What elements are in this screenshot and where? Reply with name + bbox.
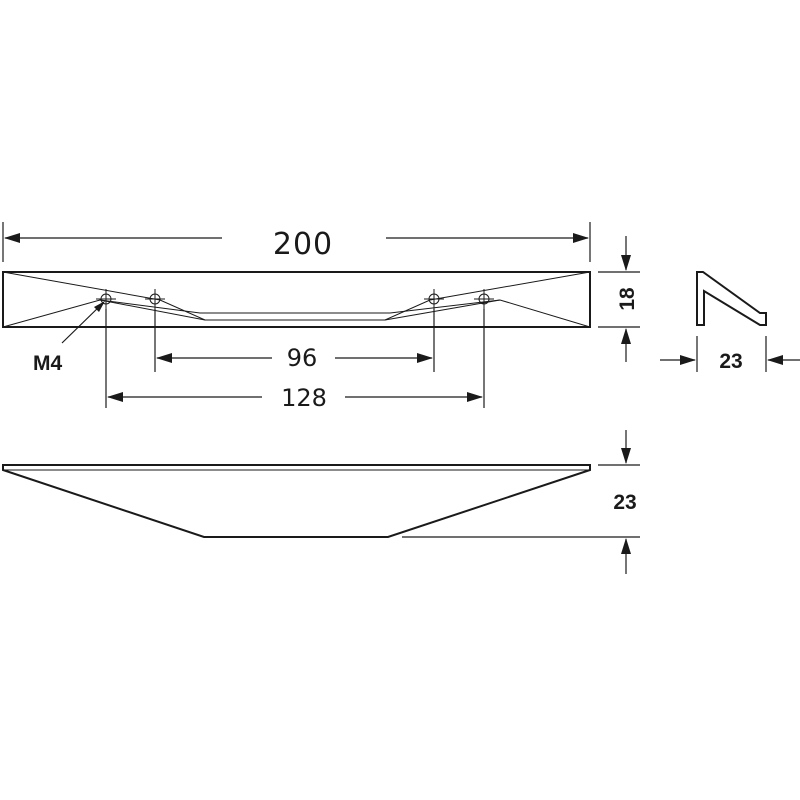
dimension-top-view-depth: 23 — [402, 430, 640, 574]
front-view — [2, 271, 591, 328]
front-height-label: 18 — [616, 287, 639, 311]
mounting-hole-outer-left — [96, 289, 116, 309]
overall-length-label: 200 — [273, 227, 333, 262]
dimension-overall-length: 200 — [2, 222, 591, 262]
front-view-recess-edge-left — [99, 299, 206, 321]
side-profile-outline — [696, 271, 767, 326]
dimension-hole-spacing-outer: 128 — [105, 309, 485, 412]
hole-spacing-outer-label: 128 — [281, 384, 327, 412]
thread-callout: M4 — [33, 301, 105, 375]
hole-spacing-inner-label: 96 — [287, 344, 318, 372]
top-view-depth-label: 23 — [613, 491, 636, 514]
front-view-recess — [2, 299, 591, 328]
dimension-hole-spacing-inner: 96 — [154, 309, 435, 372]
dimension-front-height: 18 — [598, 236, 640, 362]
mounting-hole-outer-right — [474, 289, 494, 309]
dimension-profile-depth: 23 — [660, 336, 800, 373]
side-profile — [696, 271, 767, 326]
thread-label: M4 — [33, 352, 62, 375]
profile-depth-label: 23 — [719, 350, 742, 373]
front-view-recess-edge-right — [384, 299, 501, 321]
front-view-recess-inner — [2, 271, 591, 321]
mounting-hole-inner-right — [424, 289, 444, 309]
top-view-outline — [2, 464, 591, 538]
top-view — [2, 464, 591, 538]
front-view-outline — [2, 271, 591, 328]
mounting-hole-inner-left — [145, 289, 165, 309]
